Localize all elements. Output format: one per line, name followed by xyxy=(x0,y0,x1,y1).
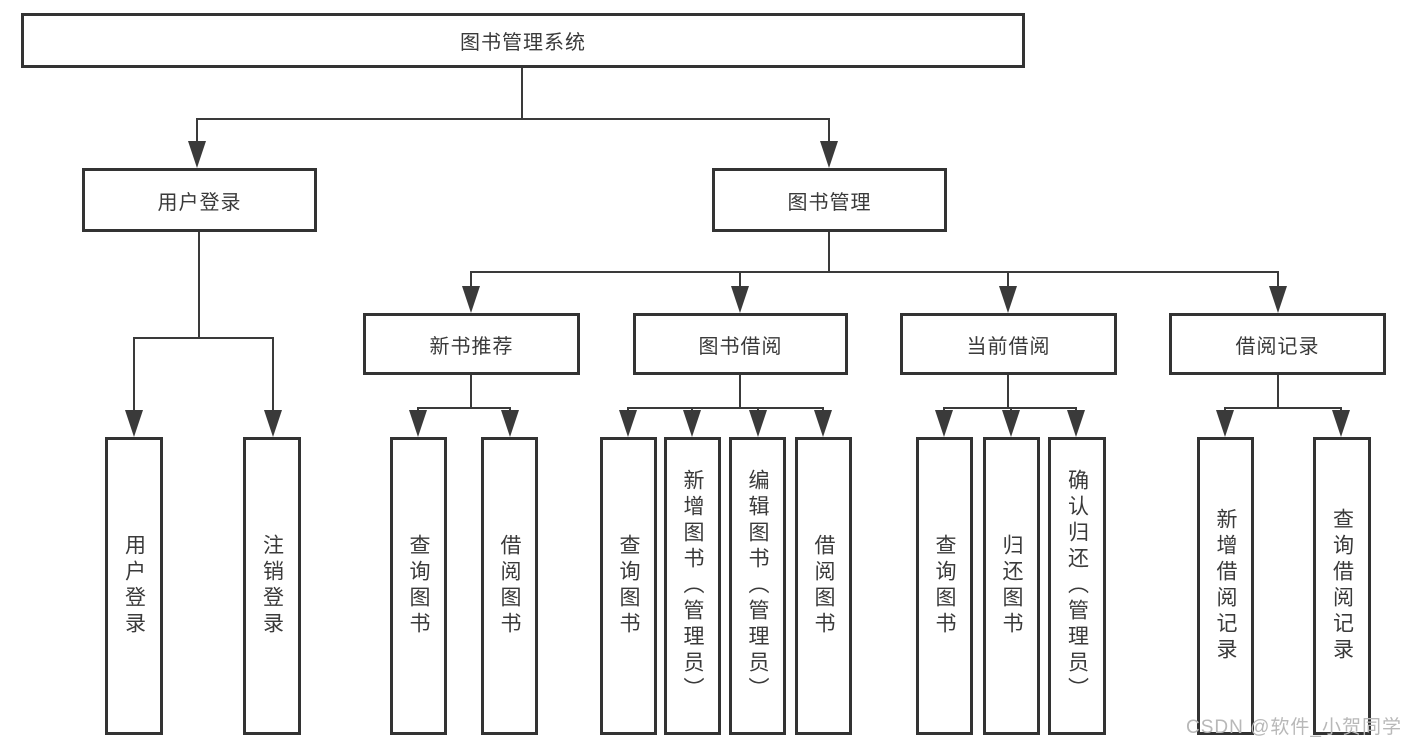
node-add-book-admin: 新增图书（管理员） xyxy=(664,437,721,735)
connector-line xyxy=(470,375,472,409)
connector-line xyxy=(1007,271,1009,289)
node-user-login-leaf: 用户登录 xyxy=(105,437,163,735)
node-book-borrowing: 图书借阅 xyxy=(633,313,848,375)
node-borrow-books-recommend: 借阅图书 xyxy=(481,437,538,735)
arrowhead-down-icon xyxy=(409,410,427,437)
connector-line xyxy=(627,407,824,409)
node-add-borrow-record: 新增借阅记录 xyxy=(1197,437,1254,735)
node-confirm-return-admin: 确认归还（管理员） xyxy=(1048,437,1106,735)
connector-line xyxy=(1277,375,1279,409)
node-logout: 注销登录 xyxy=(243,437,301,735)
node-user-login: 用户登录 xyxy=(82,168,317,232)
node-query-borrow-record: 查询借阅记录 xyxy=(1313,437,1371,735)
connector-line xyxy=(133,337,274,339)
arrowhead-down-icon xyxy=(1269,286,1287,313)
node-query-books-current: 查询图书 xyxy=(916,437,973,735)
arrowhead-down-icon xyxy=(814,410,832,437)
connector-line xyxy=(196,118,830,120)
arrowhead-down-icon xyxy=(264,410,282,437)
connector-line xyxy=(1224,407,1342,409)
arrowhead-down-icon xyxy=(462,286,480,313)
arrowhead-down-icon xyxy=(683,410,701,437)
connector-line xyxy=(196,118,198,146)
arrowhead-down-icon xyxy=(749,410,767,437)
connector-line xyxy=(1277,271,1279,289)
node-book-management: 图书管理 xyxy=(712,168,947,232)
arrowhead-down-icon xyxy=(1067,410,1085,437)
node-borrowing-records: 借阅记录 xyxy=(1169,313,1386,375)
connector-line xyxy=(470,271,1279,273)
arrowhead-down-icon xyxy=(619,410,637,437)
arrowhead-down-icon xyxy=(1332,410,1350,437)
connector-line xyxy=(272,337,274,415)
node-library-management-system: 图书管理系统 xyxy=(21,13,1025,68)
arrowhead-down-icon xyxy=(125,410,143,437)
arrowhead-down-icon xyxy=(999,286,1017,313)
watermark-text: CSDN @软件_小贺同学 xyxy=(1186,717,1402,738)
connector-line xyxy=(828,232,830,273)
connector-line xyxy=(198,232,200,337)
arrowhead-down-icon xyxy=(501,410,519,437)
node-new-book-recommendation: 新书推荐 xyxy=(363,313,580,375)
connector-line xyxy=(133,337,135,415)
connector-line xyxy=(417,407,511,409)
arrowhead-down-icon xyxy=(188,141,206,168)
connector-line xyxy=(739,271,741,289)
connector-line xyxy=(470,271,472,289)
node-edit-book-admin: 编辑图书（管理员） xyxy=(729,437,786,735)
arrowhead-down-icon xyxy=(935,410,953,437)
arrowhead-down-icon xyxy=(1216,410,1234,437)
arrowhead-down-icon xyxy=(1002,410,1020,437)
node-query-books-recommend: 查询图书 xyxy=(390,437,447,735)
node-query-books-borrowing: 查询图书 xyxy=(600,437,657,735)
node-return-books: 归还图书 xyxy=(983,437,1040,735)
arrowhead-down-icon xyxy=(731,286,749,313)
node-borrow-books-borrowing: 借阅图书 xyxy=(795,437,852,735)
connector-line xyxy=(1007,375,1009,409)
connector-line xyxy=(828,118,830,146)
connector-line xyxy=(521,68,523,118)
connector-line xyxy=(739,375,741,409)
node-current-borrowing: 当前借阅 xyxy=(900,313,1117,375)
arrowhead-down-icon xyxy=(820,141,838,168)
